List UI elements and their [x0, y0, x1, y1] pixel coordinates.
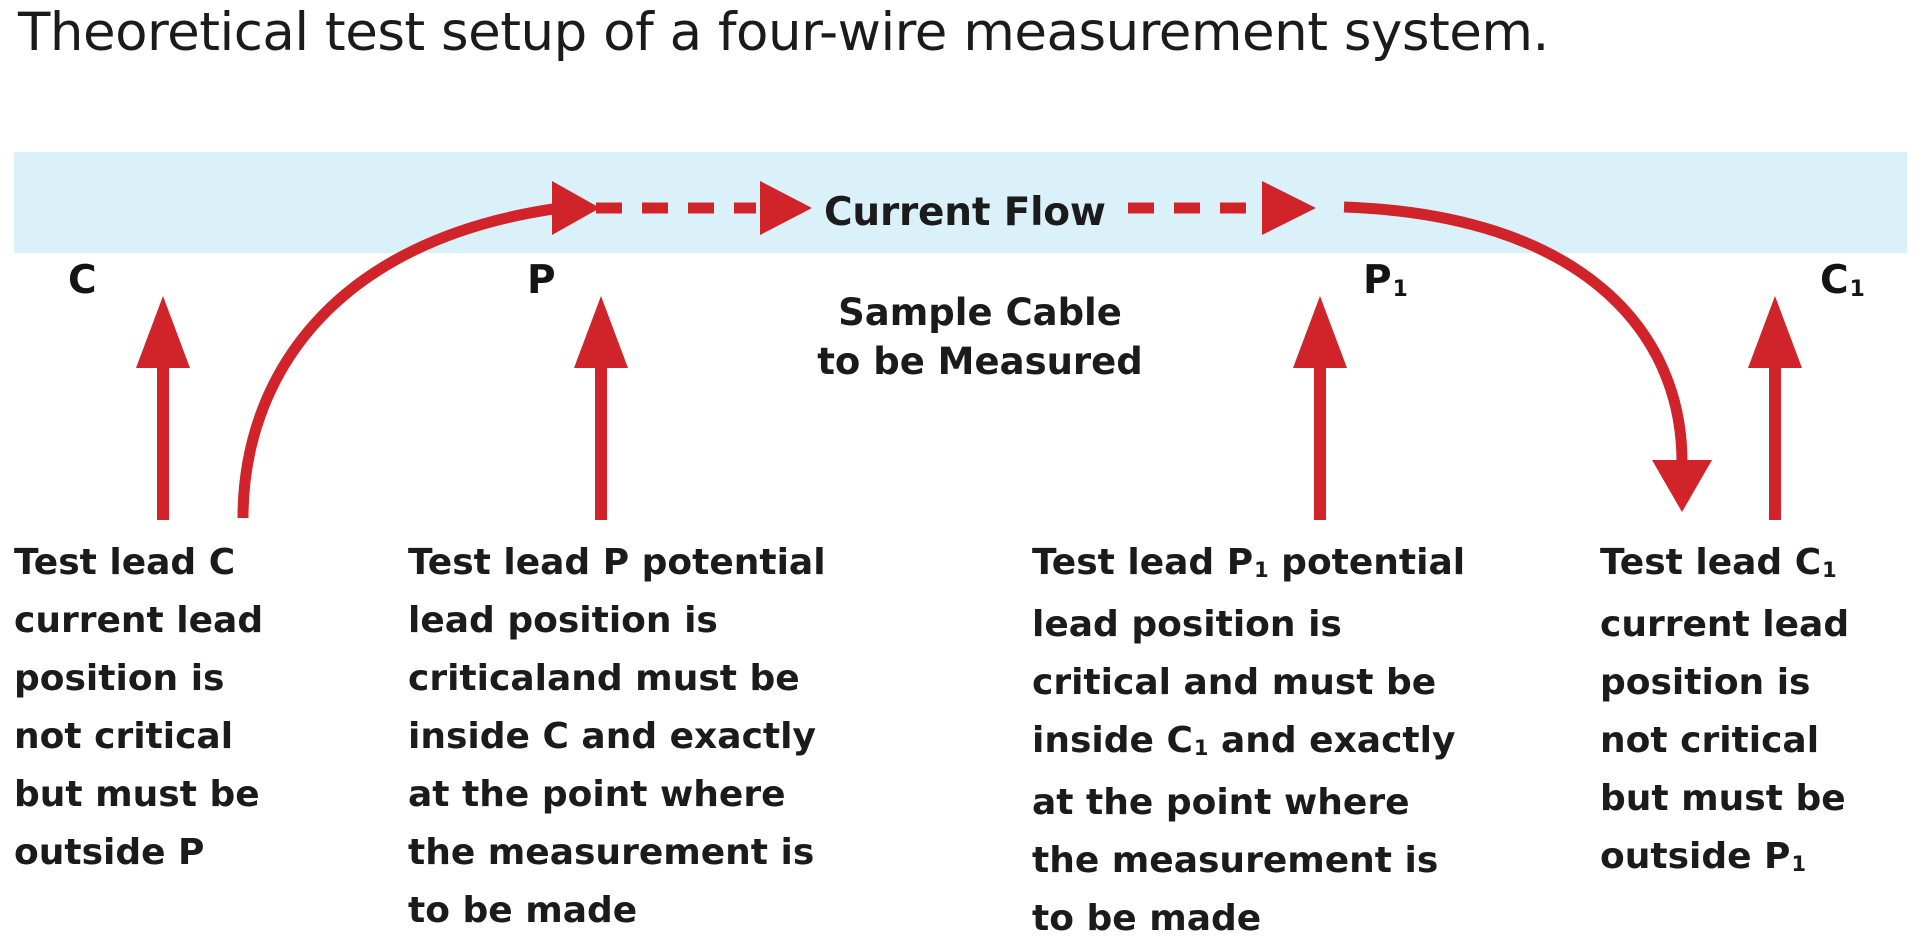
- sample-cable-line-2: to be Measured: [817, 340, 1143, 383]
- sample-cable-caption: Sample Cable to be Measured: [700, 288, 1260, 386]
- description-line: the measurement is: [408, 832, 815, 873]
- probe-label-c1: C1: [1820, 258, 1865, 303]
- description-line: the measurement is: [1032, 840, 1439, 881]
- description-line: not critical: [14, 716, 234, 757]
- description-line: position is: [1600, 662, 1811, 703]
- description-line: current lead: [14, 600, 264, 641]
- description-line: to be made: [1032, 898, 1262, 939]
- description-line: Test lead C: [14, 542, 236, 583]
- description-line: lead position is: [408, 600, 718, 641]
- description-line: inside C1 and exactly: [1032, 720, 1456, 761]
- description-subscript: 1: [1791, 851, 1806, 876]
- probe-label-c: C: [68, 258, 97, 303]
- description-line: current lead: [1600, 604, 1850, 645]
- probe-arrow-p-icon: [574, 296, 628, 520]
- description-lead-p1: Test lead P1 potential lead position is cr…: [1032, 534, 1512, 939]
- description-line: position is: [14, 658, 225, 699]
- description-line: but must be: [14, 774, 260, 815]
- probe-label-p: P: [527, 258, 556, 303]
- description-line: outside P1: [1600, 836, 1806, 877]
- description-line: criticaland must be: [408, 658, 800, 699]
- description-subscript: 1: [1254, 557, 1269, 582]
- description-line: to be made: [408, 890, 638, 931]
- description-subscript: 1: [1193, 735, 1209, 760]
- description-line: inside C and exactly: [408, 716, 816, 757]
- description-lead-c1: Test lead C1 current lead position is not c…: [1600, 534, 1920, 890]
- page-title: Theoretical test setup of a four-wire me…: [18, 2, 1549, 63]
- description-line: Test lead P1 potential: [1032, 542, 1466, 583]
- probe-arrow-p1-icon: [1293, 296, 1347, 520]
- description-line: at the point where: [1032, 782, 1410, 823]
- sample-cable-line-1: Sample Cable: [838, 291, 1122, 334]
- description-lead-p: Test lead P potential lead position is cri…: [408, 534, 878, 939]
- probe-arrow-c1-icon: [1748, 296, 1802, 520]
- current-flow-label: Current Flow: [824, 190, 1106, 235]
- probe-label-subscript: 1: [1392, 277, 1408, 303]
- description-lead-c: Test lead C current lead position is not cr…: [14, 534, 394, 882]
- description-line: not critical: [1600, 720, 1820, 761]
- description-line: critical and must be: [1032, 662, 1437, 703]
- description-line: outside P: [14, 832, 205, 873]
- probe-label-p1: P1: [1363, 258, 1408, 303]
- description-line: but must be: [1600, 778, 1846, 819]
- description-line: at the point where: [408, 774, 786, 815]
- description-subscript: 1: [1822, 557, 1837, 582]
- description-line: Test lead P potential: [408, 542, 826, 583]
- probe-arrow-c-icon: [136, 296, 190, 520]
- probe-label-subscript: 1: [1849, 277, 1865, 303]
- description-line: lead position is: [1032, 604, 1342, 645]
- description-line: Test lead C1: [1600, 542, 1837, 583]
